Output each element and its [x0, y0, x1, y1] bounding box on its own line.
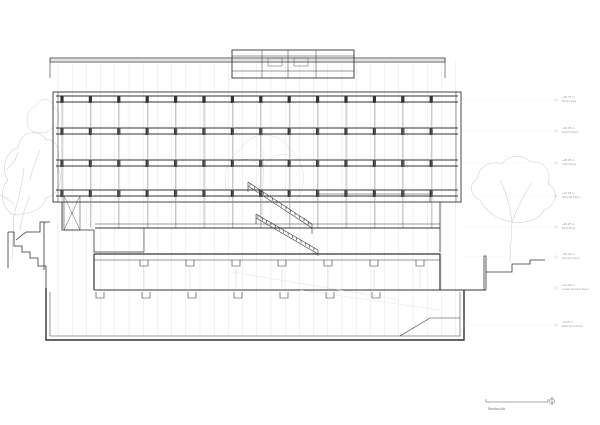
level-marker	[554, 98, 558, 102]
level-markers	[462, 98, 558, 327]
downstand-beam	[277, 260, 287, 267]
staircase	[247, 181, 319, 256]
roof-structure	[49, 49, 446, 79]
downstand-beam	[141, 292, 151, 299]
level-elevation: +16.25 m	[562, 252, 575, 257]
tree-center	[224, 134, 304, 216]
level-marker	[554, 286, 558, 290]
downstand-beam	[279, 292, 289, 299]
downstand-beam	[185, 260, 195, 267]
level-name: Second Floor	[562, 194, 580, 199]
landscape-slope	[231, 271, 441, 311]
lower-ground	[93, 253, 486, 291]
beam-section	[202, 96, 206, 103]
beam-section	[60, 96, 64, 103]
beam-section	[429, 96, 433, 103]
level-name: First Floor	[562, 225, 576, 230]
beam-section	[287, 96, 291, 103]
level-name: Lower Ground Floor	[562, 286, 589, 291]
beam-section	[145, 96, 149, 103]
beam-section	[259, 96, 263, 103]
right-ground	[483, 255, 545, 290]
level-marker	[554, 129, 558, 133]
basement	[45, 288, 465, 341]
left-steps	[7, 221, 50, 288]
beam-section	[88, 96, 92, 103]
level-elevation: +20.25 m	[562, 222, 575, 227]
level-marker	[554, 161, 558, 165]
scale-bar	[485, 397, 555, 405]
downstand-beam	[187, 292, 197, 299]
beam-section	[174, 96, 178, 103]
downstand-beam	[325, 292, 335, 299]
level-marker	[554, 255, 558, 259]
downstand-beam	[369, 260, 379, 267]
column-grid-lines	[57, 62, 456, 336]
level-name: Ground Floor	[562, 255, 580, 260]
level-marker	[554, 225, 558, 229]
level-elevation: +24.25 m	[562, 191, 575, 196]
beam-section	[316, 96, 320, 103]
tree-right	[471, 155, 556, 263]
downstand-beam	[233, 292, 243, 299]
beam-section	[344, 96, 348, 103]
level-name: Roof Level	[562, 98, 577, 103]
downstand-beam	[95, 292, 105, 299]
beam-section	[401, 96, 405, 103]
beam-section	[372, 96, 376, 103]
downstand-beam	[371, 292, 381, 299]
tree-left-small	[26, 99, 60, 133]
downstand-beam	[139, 260, 149, 267]
level-name: Third Floor	[562, 161, 577, 166]
downstand-beam	[415, 260, 425, 267]
level-elevation: +36.75 m	[562, 95, 575, 100]
level-marker	[554, 323, 558, 327]
level-elevation: +28.25 m	[562, 158, 575, 163]
level-elevation: +32.25 m	[562, 126, 575, 131]
level-elevation: +12.25 m	[562, 283, 575, 288]
level-marker	[554, 194, 558, 198]
upper-floors	[52, 91, 462, 203]
ground-level	[61, 193, 441, 253]
downstand-beam	[231, 260, 241, 267]
level-name: Fourth Floor	[562, 129, 579, 134]
beam-section	[117, 96, 121, 103]
columns	[61, 102, 433, 228]
level-name: Basement Floor	[562, 323, 584, 328]
level-elevation: +8.25 m	[562, 320, 573, 325]
drawing-title: Section AA	[488, 407, 506, 411]
beam-section	[230, 96, 234, 103]
tree-left	[0, 132, 61, 261]
